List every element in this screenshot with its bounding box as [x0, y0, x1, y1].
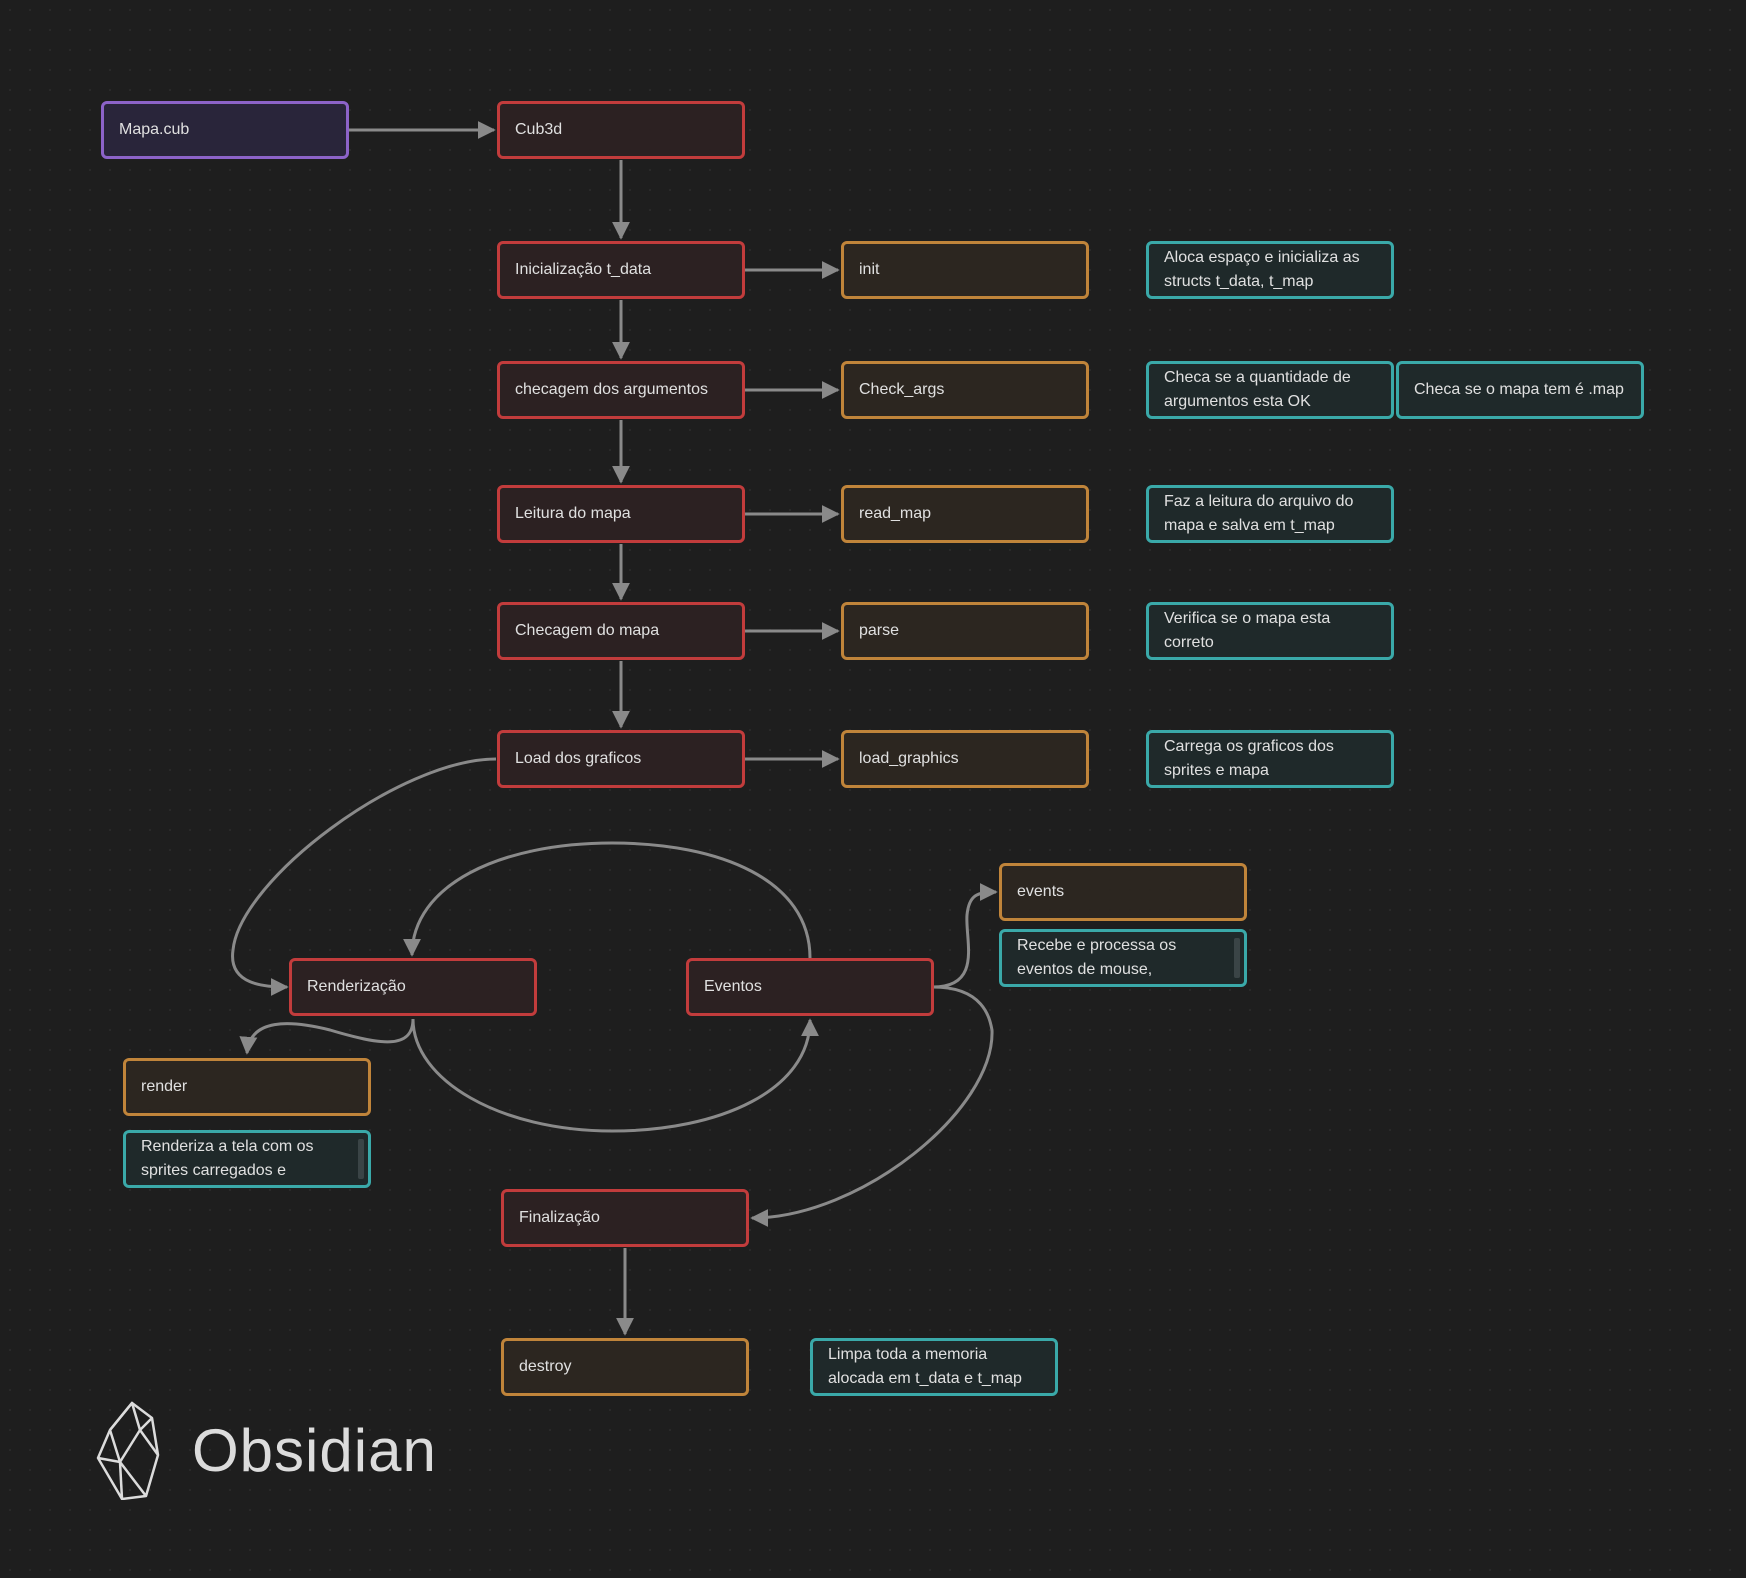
- note-scrollbar[interactable]: [358, 1139, 364, 1179]
- node-label: Checagem do mapa: [515, 622, 660, 639]
- node-events[interactable]: events: [999, 863, 1247, 921]
- node-checagem-mapa[interactable]: Checagem do mapa: [497, 602, 745, 660]
- note-parse[interactable]: Verifica se o mapa esta correto: [1146, 602, 1394, 660]
- obsidian-brand: Obsidian: [94, 1398, 437, 1502]
- node-read-map[interactable]: read_map: [841, 485, 1089, 543]
- node-label: Renderização: [307, 978, 406, 995]
- note-text: Carrega os graficos dos sprites e mapa: [1164, 738, 1334, 779]
- node-label: events: [1017, 883, 1065, 900]
- note-text: Renderiza a tela com os sprites carregad…: [141, 1138, 314, 1179]
- note-text: Recebe e processa os eventos de mouse,: [1017, 937, 1177, 978]
- node-load-graphics[interactable]: load_graphics: [841, 730, 1089, 788]
- note-text: Checa se o mapa tem é .map: [1414, 381, 1624, 398]
- node-label: read_map: [859, 505, 932, 522]
- edge-eventos-to-finalizacao: [750, 985, 994, 1227]
- obsidian-logo-icon: [96, 1401, 160, 1500]
- edge-eventos-to-events: [932, 883, 998, 989]
- node-check-args[interactable]: Check_args: [841, 361, 1089, 419]
- edge-renderizacao-to-eventos: [411, 1018, 819, 1133]
- note-events[interactable]: Recebe e processa os eventos de mouse,: [999, 929, 1247, 987]
- node-finalizacao[interactable]: Finalização: [501, 1189, 749, 1247]
- edge-renderizacao-to-render: [239, 1018, 415, 1055]
- note-scrollbar[interactable]: [1234, 938, 1240, 978]
- node-label: Eventos: [704, 978, 762, 995]
- node-label: Load dos graficos: [515, 750, 642, 767]
- note-text: Faz a leitura do arquivo do mapa e salva…: [1164, 493, 1354, 534]
- note-destroy[interactable]: Limpa toda a memoria alocada em t_data e…: [810, 1338, 1058, 1396]
- node-label: destroy: [519, 1358, 572, 1375]
- node-load-graficos[interactable]: Load dos graficos: [497, 730, 745, 788]
- node-label: render: [141, 1078, 188, 1095]
- node-inicializacao[interactable]: Inicialização t_data: [497, 241, 745, 299]
- node-leitura-mapa[interactable]: Leitura do mapa: [497, 485, 745, 543]
- node-label: Cub3d: [515, 121, 563, 138]
- note-text: Verifica se o mapa esta correto: [1164, 610, 1331, 651]
- node-parse[interactable]: parse: [841, 602, 1089, 660]
- node-renderizacao[interactable]: Renderização: [289, 958, 537, 1016]
- edge-load-to-renderizacao: [231, 757, 497, 996]
- node-checagem-argumentos[interactable]: checagem dos argumentos: [497, 361, 745, 419]
- brand-name: Obsidian: [192, 1416, 437, 1484]
- note-text: Checa se a quantidade de argumentos esta…: [1164, 369, 1351, 410]
- node-label: init: [859, 261, 880, 278]
- note-render[interactable]: Renderiza a tela com os sprites carregad…: [123, 1130, 371, 1188]
- node-render[interactable]: render: [123, 1058, 371, 1116]
- node-label: Check_args: [859, 381, 945, 398]
- node-eventos[interactable]: Eventos: [686, 958, 934, 1016]
- note-read-map[interactable]: Faz a leitura do arquivo do mapa e salva…: [1146, 485, 1394, 543]
- note-load-graphics[interactable]: Carrega os graficos dos sprites e mapa: [1146, 730, 1394, 788]
- node-label: Inicialização t_data: [515, 261, 652, 278]
- note-init[interactable]: Aloca espaço e inicializa as structs t_d…: [1146, 241, 1394, 299]
- node-label: Mapa.cub: [119, 121, 190, 138]
- node-label: load_graphics: [859, 750, 959, 767]
- note-check-args-2[interactable]: Checa se o mapa tem é .map: [1396, 361, 1644, 419]
- node-mapa-cub[interactable]: Mapa.cub: [101, 101, 349, 159]
- node-label: parse: [859, 622, 900, 639]
- note-text: Aloca espaço e inicializa as structs t_d…: [1164, 249, 1360, 290]
- node-label: checagem dos argumentos: [515, 381, 708, 398]
- note-text: Limpa toda a memoria alocada em t_data e…: [828, 1346, 1022, 1387]
- edge-eventos-to-renderizacao: [403, 841, 812, 959]
- node-cub3d[interactable]: Cub3d: [497, 101, 745, 159]
- note-check-args-1[interactable]: Checa se a quantidade de argumentos esta…: [1146, 361, 1394, 419]
- node-label: Leitura do mapa: [515, 505, 631, 522]
- node-destroy[interactable]: destroy: [501, 1338, 749, 1396]
- node-label: Finalização: [519, 1209, 600, 1226]
- node-init[interactable]: init: [841, 241, 1089, 299]
